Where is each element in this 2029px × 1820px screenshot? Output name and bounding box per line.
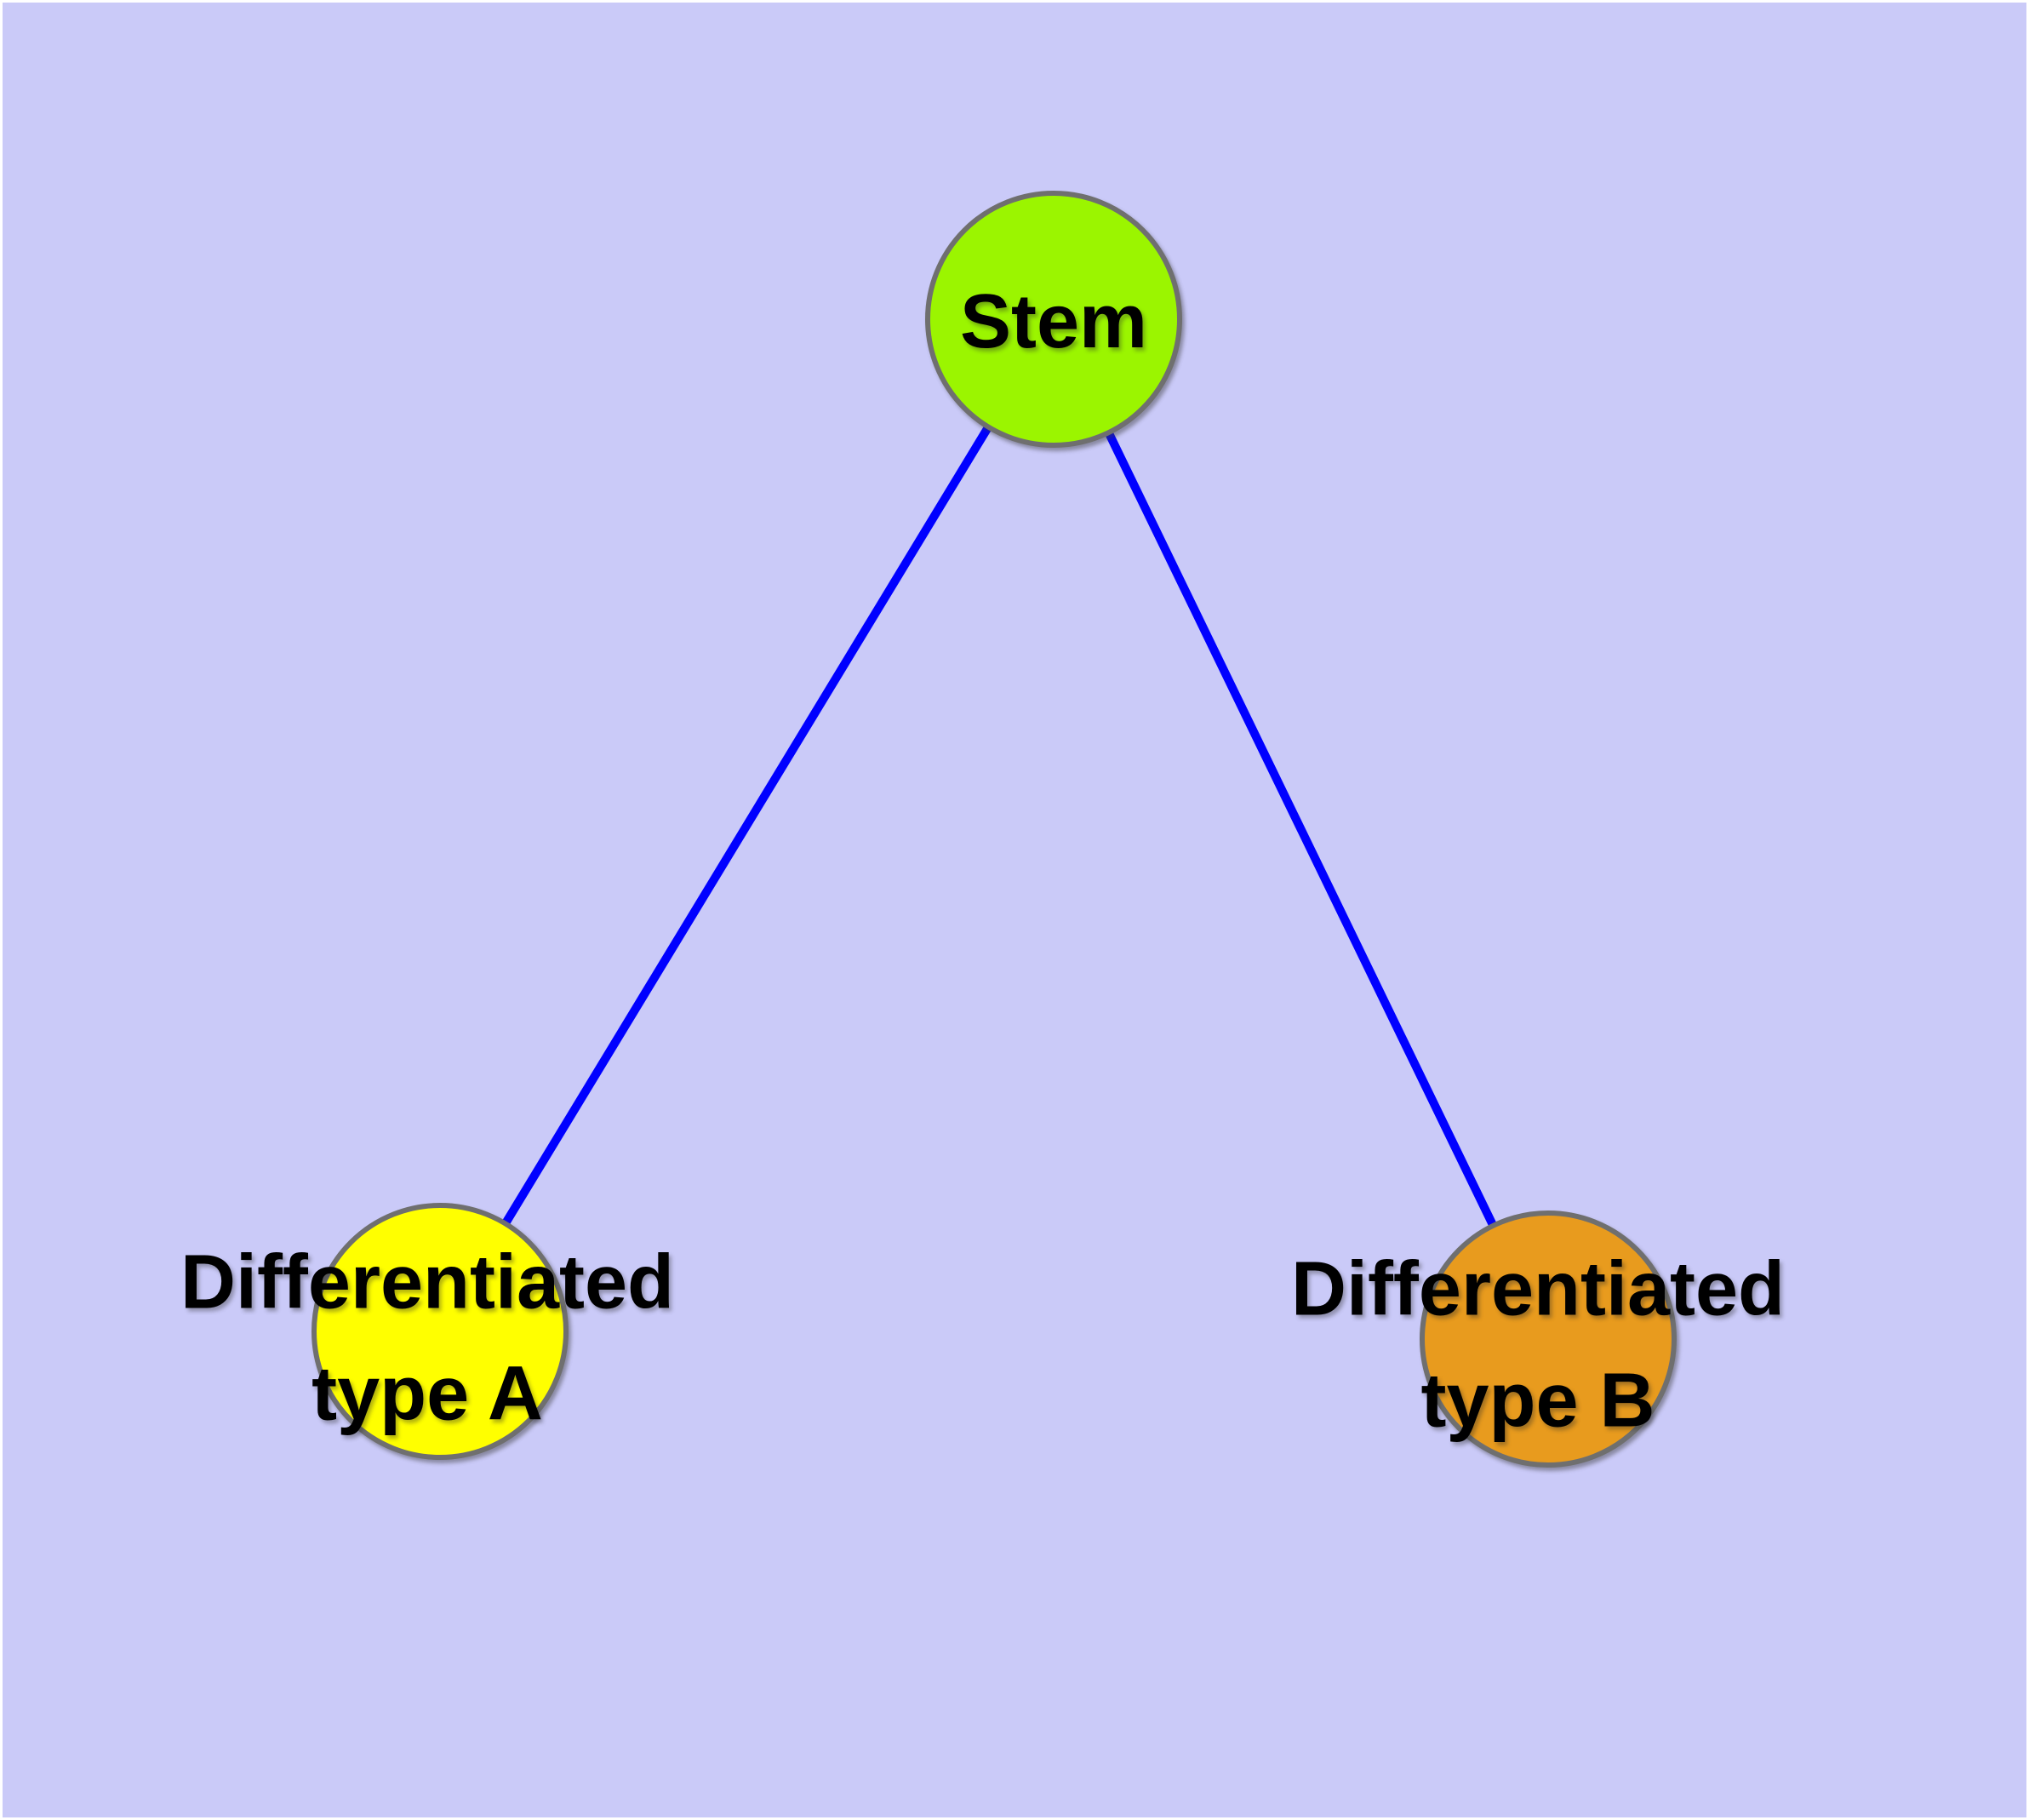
edge-stem-to-type-a bbox=[436, 317, 1058, 1334]
node-differentiated-type-b[interactable] bbox=[1420, 1210, 1677, 1468]
node-differentiated-type-a[interactable] bbox=[311, 1203, 569, 1460]
node-stem[interactable] bbox=[925, 191, 1182, 448]
edge-stem-to-type-b bbox=[1049, 317, 1552, 1342]
